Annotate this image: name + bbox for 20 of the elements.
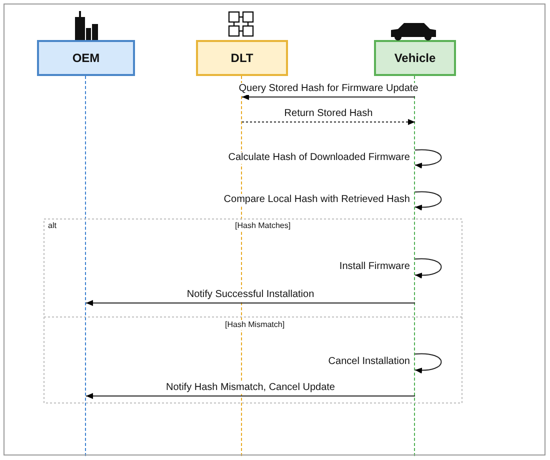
message-arrow (242, 94, 416, 100)
lifeline (85, 76, 86, 456)
message-label: Compare Local Hash with Retrieved Hash (222, 194, 411, 206)
guard-label: [Hash Mismatch] (225, 320, 285, 330)
message-arrow (414, 258, 442, 278)
message-label: Notify Hash Mismatch, Cancel Update (165, 382, 336, 394)
message-arrow (414, 353, 442, 374)
guard-label: [Hash Matches] (235, 221, 291, 231)
message-label: Notify Successful Installation (186, 289, 316, 301)
message-arrow (414, 191, 442, 210)
fragment-label: alt (48, 221, 56, 231)
message-arrow (86, 393, 416, 399)
participant-box: Vehicle (374, 40, 456, 76)
message-label: Query Stored Hash for Firmware Update (238, 83, 420, 95)
message-label: Calculate Hash of Downloaded Firmware (227, 152, 411, 164)
message-arrow (242, 119, 416, 125)
participant-box: OEM (37, 40, 135, 76)
message-arrow (86, 300, 416, 306)
participant-box: DLT (196, 40, 288, 76)
message-arrow (414, 149, 442, 168)
